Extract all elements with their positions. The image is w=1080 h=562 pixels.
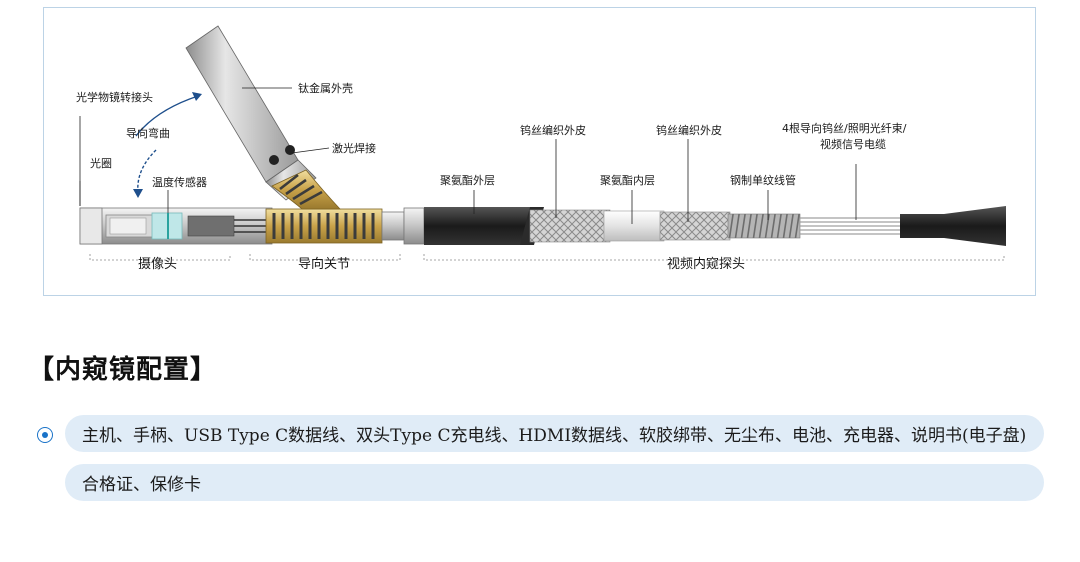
label-steel-tube: 钢制单纹线管 xyxy=(730,173,796,187)
label-optical-rotor: 光学物镜转接头 xyxy=(76,90,153,104)
titanium-shell xyxy=(185,25,299,183)
section-video-probe: 视频内窥探头 xyxy=(667,256,745,272)
config-item-main[interactable]: 主机、手柄、USB Type C数据线、双头Type C充电线、HDMI数据线、… xyxy=(65,415,1044,452)
section-brackets xyxy=(89,254,1005,261)
joint-collar xyxy=(381,211,405,241)
steel-coil-tube xyxy=(727,213,801,239)
weld-hole-2 xyxy=(285,145,295,155)
tungsten-braid-2 xyxy=(659,211,731,241)
label-pu-outer: 聚氨酯外层 xyxy=(440,174,495,187)
radio-dot-icon xyxy=(41,431,48,438)
label-tungsten-braid-2: 钨丝编织外皮 xyxy=(656,123,722,137)
config-radio-selected[interactable] xyxy=(37,427,53,443)
bend-arrow-up-head xyxy=(192,92,202,101)
leader-lines xyxy=(79,87,857,224)
pu-outer-layer xyxy=(424,207,530,245)
endoscope-illustration: 光学物镜转接头 导向弯曲 光圈 温度传感器 钛金属外壳 激光焊接 聚氨酯外层 钨… xyxy=(76,25,1006,272)
cable-end-taper xyxy=(900,206,1006,246)
label-aperture: 光圈 xyxy=(90,156,112,170)
titanium-branch xyxy=(185,25,341,210)
label-tungsten-braid-1: 钨丝编织外皮 xyxy=(520,123,586,137)
guide-joint-slots xyxy=(272,213,375,239)
label-wires-line2: 视频信号电缆 xyxy=(820,137,886,151)
label-guide-bend: 导向弯曲 xyxy=(126,126,170,140)
label-titanium-shell: 钛金属外壳 xyxy=(298,81,353,95)
weld-hole-1 xyxy=(269,155,279,165)
config-section-title: 【内窥镜配置】 xyxy=(28,355,218,385)
endoscope-structure-diagram: 光学物镜转接头 导向弯曲 光圈 温度传感器 钛金属外壳 激光焊接 聚氨酯外层 钨… xyxy=(43,7,1036,296)
label-temp-sensor: 温度传感器 xyxy=(152,175,207,189)
probe-collar xyxy=(403,207,425,245)
section-camera-head: 摄像头 xyxy=(138,257,177,272)
bend-arrow-down-head xyxy=(133,189,143,198)
section-guide-joint: 导向关节 xyxy=(298,256,350,272)
config-item-certificate[interactable]: 合格证、保修卡 xyxy=(65,464,1044,501)
tungsten-braid-1 xyxy=(529,209,611,243)
pu-inner-layer xyxy=(603,210,665,242)
camera-wires xyxy=(234,219,266,233)
fiber-wire-bundle xyxy=(800,217,900,235)
bent-joint-slots xyxy=(279,173,323,206)
lens-element xyxy=(109,217,147,235)
bend-arrow-down xyxy=(137,149,157,193)
camera-electronics xyxy=(187,215,235,237)
label-pu-inner: 聚氨酯内层 xyxy=(600,173,655,187)
label-wires-line1: 4根导向钨丝/照明光纤束/ xyxy=(782,121,907,135)
bend-arrow-up xyxy=(135,95,199,137)
aperture-ring xyxy=(79,207,103,245)
label-laser-weld: 激光焊接 xyxy=(332,141,376,155)
